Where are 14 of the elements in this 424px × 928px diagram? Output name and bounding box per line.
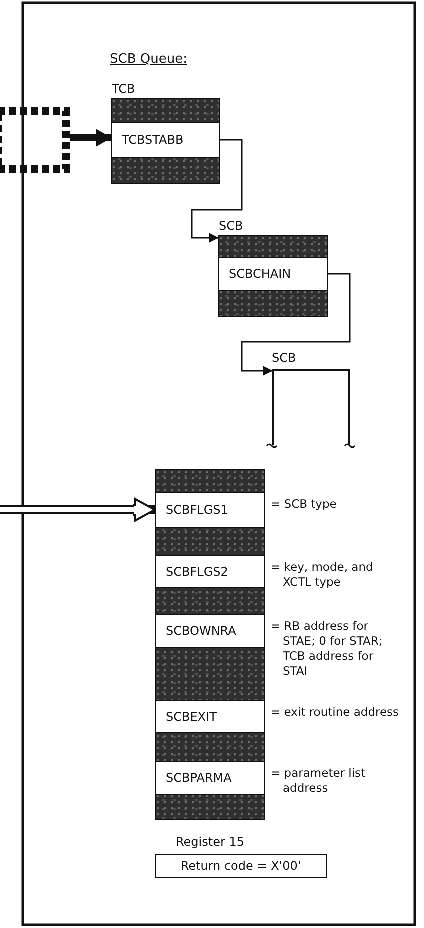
field-description: = RB address for STAE; 0 for STAR; TCB address for STAI xyxy=(271,619,384,679)
register-label: Register 15 xyxy=(176,835,244,849)
block-heading: TCB xyxy=(112,82,136,96)
field-name: SCBCHAIN xyxy=(219,257,327,291)
field-name: TCBSTABB xyxy=(112,122,219,158)
block-heading: SCB xyxy=(272,351,296,365)
diagram-title: SCB Queue: xyxy=(110,52,188,67)
block-heading: SCB xyxy=(219,219,244,233)
field-description: = exit routine address xyxy=(271,705,400,720)
return-code-text: Return code = X'00' xyxy=(180,859,302,873)
field-description: = SCB type xyxy=(271,497,338,512)
field-description: = parameter list address xyxy=(271,766,367,796)
field-description: = key, mode, and XCTL type xyxy=(271,560,374,590)
hatched-box xyxy=(0,107,70,173)
